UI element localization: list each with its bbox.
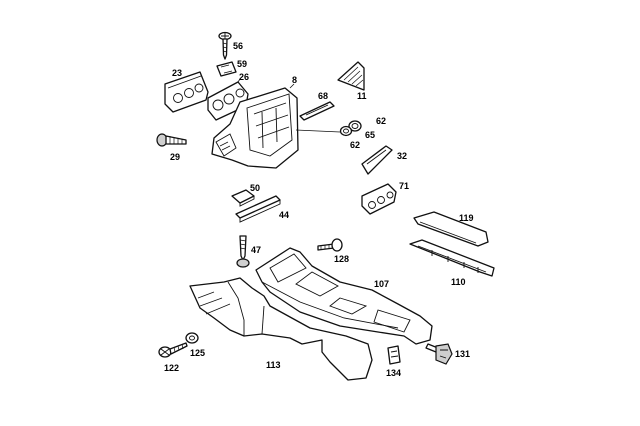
callout-56: 56	[233, 41, 243, 51]
part-62-ring[interactable]	[348, 120, 362, 132]
part-128-screw[interactable]	[317, 238, 343, 252]
part-110-armrest-base[interactable]	[409, 239, 495, 277]
callout-62-upper: 62	[376, 116, 386, 126]
callout-50: 50	[250, 183, 260, 193]
part-11-grille[interactable]	[337, 61, 365, 91]
callout-26: 26	[239, 72, 249, 82]
callout-119: 119	[459, 213, 474, 223]
part-8-console-housing[interactable]	[211, 87, 299, 169]
callout-125: 125	[190, 348, 205, 358]
part-29-screw[interactable]	[156, 133, 187, 147]
leader-8	[289, 83, 295, 89]
callout-8: 8	[292, 75, 297, 85]
callout-68: 68	[318, 91, 328, 101]
part-122-screw[interactable]	[158, 342, 188, 358]
leader-26	[237, 78, 241, 83]
part-68-trim-strip[interactable]	[299, 101, 335, 121]
callout-44: 44	[279, 210, 289, 220]
part-47-screw[interactable]	[236, 235, 250, 268]
callout-32: 32	[397, 151, 407, 161]
callout-29: 29	[170, 152, 180, 162]
part-107-console-tunnel[interactable]	[255, 247, 433, 345]
part-125-washer[interactable]	[185, 332, 199, 344]
part-50-block[interactable]	[231, 189, 255, 207]
callout-131: 131	[455, 349, 470, 359]
part-113-side-panel[interactable]	[189, 277, 373, 381]
part-32-cover[interactable]	[361, 145, 393, 175]
part-71-panel[interactable]	[361, 183, 397, 215]
part-65-ring[interactable]	[339, 125, 353, 137]
callout-59: 59	[237, 59, 247, 69]
callout-65: 65	[365, 130, 375, 140]
callout-134: 134	[386, 368, 401, 378]
callout-107: 107	[374, 279, 389, 289]
callout-110: 110	[451, 277, 466, 287]
part-56-screw[interactable]	[218, 31, 232, 60]
callout-23: 23	[172, 68, 182, 78]
part-23-switch-panel[interactable]	[164, 71, 209, 113]
callout-11: 11	[357, 91, 367, 101]
callout-47: 47	[251, 245, 261, 255]
callout-122: 122	[164, 363, 179, 373]
callout-113: 113	[266, 360, 281, 370]
callout-71: 71	[399, 181, 409, 191]
part-59-clip[interactable]	[216, 61, 237, 77]
part-131-screw[interactable]	[425, 343, 453, 365]
callout-62-lower: 62	[350, 140, 360, 150]
part-119-armrest-pad[interactable]	[413, 211, 489, 247]
callout-128: 128	[334, 254, 349, 264]
leader-62-65	[295, 129, 341, 133]
part-134-clip[interactable]	[387, 345, 401, 365]
part-44-rail[interactable]	[235, 195, 281, 223]
